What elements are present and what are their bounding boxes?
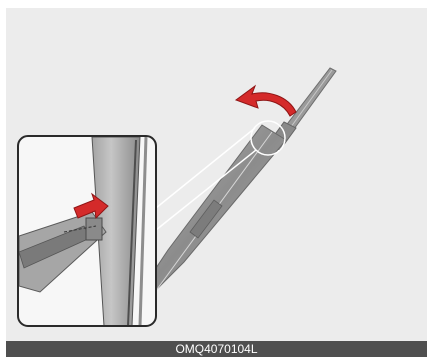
rotate-arrow-icon [236, 86, 296, 116]
figure-code: OMQ4070104L [6, 341, 427, 357]
wiper-arm [140, 125, 286, 296]
detail-inset [18, 136, 156, 326]
